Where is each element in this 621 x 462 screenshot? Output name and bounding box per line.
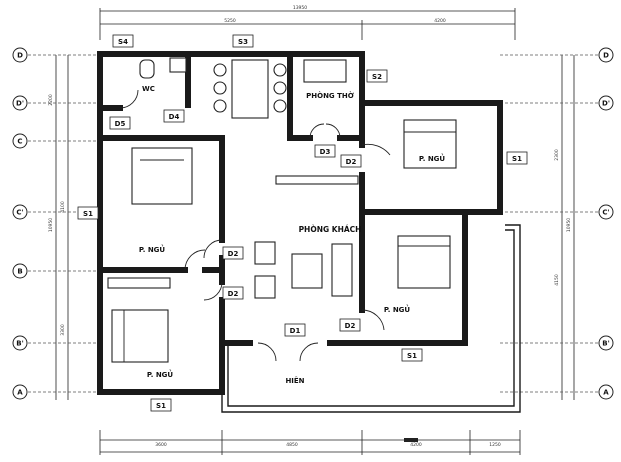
tag-d1: D1 <box>290 327 301 335</box>
room-labels: WC PHÒNG THỜ PHÒNG KHÁCH P. NGỦ P. NGỦ P… <box>139 85 446 385</box>
room-label-bedroom-right-top: P. NGỦ <box>419 153 446 163</box>
axis-bubble-right-4: A <box>598 384 614 400</box>
axis-bubble-left-3: C' <box>12 204 28 220</box>
axis-label-right-4: A <box>603 389 609 397</box>
opening-tags: S4 S3 S2 S1 S1 S1 S1 D4 D5 D3 D2 D2 D2 D… <box>77 34 528 412</box>
axis-bubble-left-5: B' <box>12 335 28 351</box>
axis-label-left-3: C' <box>16 209 23 217</box>
sink-icon <box>169 57 187 73</box>
doors <box>119 89 391 362</box>
dim-bottom-c: 4200 <box>410 442 422 448</box>
dim-bottom-d: 1250 <box>489 442 501 448</box>
room-label-bedroom-right-bottom: P. NGỦ <box>384 304 411 314</box>
dining-table <box>231 59 269 119</box>
axis-bubble-left-2: C <box>12 133 28 149</box>
dim-left-b: 4100 <box>60 201 66 213</box>
left-dimensions: 2200 4100 10950 3300 <box>48 55 69 400</box>
tag-d5: D5 <box>115 120 126 128</box>
tag-s3: S3 <box>238 38 248 46</box>
chair-icon <box>273 81 287 95</box>
axis-bubble-left-6: A <box>12 384 28 400</box>
sofa-icon <box>331 243 353 297</box>
axis-bubble-right-0: D <box>598 47 614 63</box>
axis-bubble-right-2: C' <box>598 204 614 220</box>
furniture <box>107 57 457 363</box>
top-dimensions: 13950 5250 4200 <box>99 5 516 40</box>
bed-icon <box>111 309 169 363</box>
axis-label-right-2: C' <box>602 209 609 217</box>
dim-top-right: 4200 <box>434 18 446 24</box>
room-label-porch: HIÊN <box>285 376 304 385</box>
axis-label-left-0: D <box>17 52 23 60</box>
chair-icon <box>213 63 227 77</box>
dim-left-c: 3300 <box>60 324 66 336</box>
tag-s1-left: S1 <box>83 210 93 218</box>
axis-labels-left: D D' C C' B B' A <box>12 47 28 400</box>
cabinet-icon <box>275 175 359 185</box>
wardrobe-icon <box>107 277 171 289</box>
chair-icon <box>213 99 227 113</box>
dim-top-left: 5250 <box>224 18 236 24</box>
dim-bottom-b: 4850 <box>286 442 298 448</box>
tag-d2-mid: D2 <box>228 250 239 258</box>
axis-label-left-1: D' <box>16 100 24 108</box>
axis-bubble-left-0: D <box>12 47 28 63</box>
tag-s1-bottom-right: S1 <box>407 352 417 360</box>
dim-top-total: 13950 <box>293 5 307 11</box>
altar-table <box>303 59 347 83</box>
tag-d2-right: D2 <box>345 322 356 330</box>
room-label-altar: PHÒNG THỜ <box>306 91 354 100</box>
tag-d3: D3 <box>320 148 331 156</box>
axis-labels-right: D D' C' B' A <box>598 47 614 400</box>
axis-label-left-6: A <box>17 389 23 397</box>
bed-icon <box>397 235 451 289</box>
bed-icon <box>131 147 193 205</box>
chair-icon <box>273 63 287 77</box>
tag-d4: D4 <box>169 113 180 121</box>
axis-label-right-1: D' <box>602 100 610 108</box>
room-label-bedroom-left-bottom: P. NGỦ <box>147 369 174 379</box>
armchair-icon <box>254 241 276 265</box>
dim-left-total: 10950 <box>48 218 54 232</box>
dim-right-b: 10950 <box>566 218 572 232</box>
dim-marker <box>404 438 418 442</box>
axis-label-left-5: B' <box>16 340 23 348</box>
room-label-wc: WC <box>142 85 155 93</box>
bed-icon <box>403 119 457 169</box>
dim-right-a: 2300 <box>554 149 560 161</box>
tag-d2-lower: D2 <box>228 290 239 298</box>
axis-label-right-3: B' <box>602 340 609 348</box>
axis-grid <box>28 54 598 393</box>
walls <box>97 51 503 395</box>
dim-right-c: 4150 <box>554 274 560 286</box>
coffee-table <box>291 253 323 289</box>
armchair-icon <box>254 275 276 299</box>
tag-s1-right: S1 <box>512 155 522 163</box>
dim-bottom-a: 3600 <box>155 442 167 448</box>
axis-label-left-4: B <box>17 268 22 276</box>
bottom-dimensions: 3600 4850 4200 1250 <box>99 430 521 455</box>
room-label-living: PHÒNG KHÁCH <box>299 225 362 234</box>
chair-icon <box>213 81 227 95</box>
toilet-icon <box>139 59 155 79</box>
tag-s2: S2 <box>372 73 382 81</box>
tag-s4: S4 <box>118 38 128 46</box>
axis-label-left-2: C <box>17 138 22 146</box>
dim-left-a: 2200 <box>48 94 54 106</box>
room-label-bedroom-left-top: P. NGỦ <box>139 244 166 254</box>
right-dimensions: 2300 10950 4150 <box>554 55 575 400</box>
axis-bubble-right-1: D' <box>598 95 614 111</box>
axis-bubble-right-3: B' <box>598 335 614 351</box>
axis-label-right-0: D <box>603 52 609 60</box>
tag-d2-top: D2 <box>346 158 357 166</box>
chair-icon <box>273 99 287 113</box>
tag-s1-bottom-left: S1 <box>156 402 166 410</box>
axis-bubble-left-4: B <box>12 263 28 279</box>
axis-bubble-left-1: D' <box>12 95 28 111</box>
